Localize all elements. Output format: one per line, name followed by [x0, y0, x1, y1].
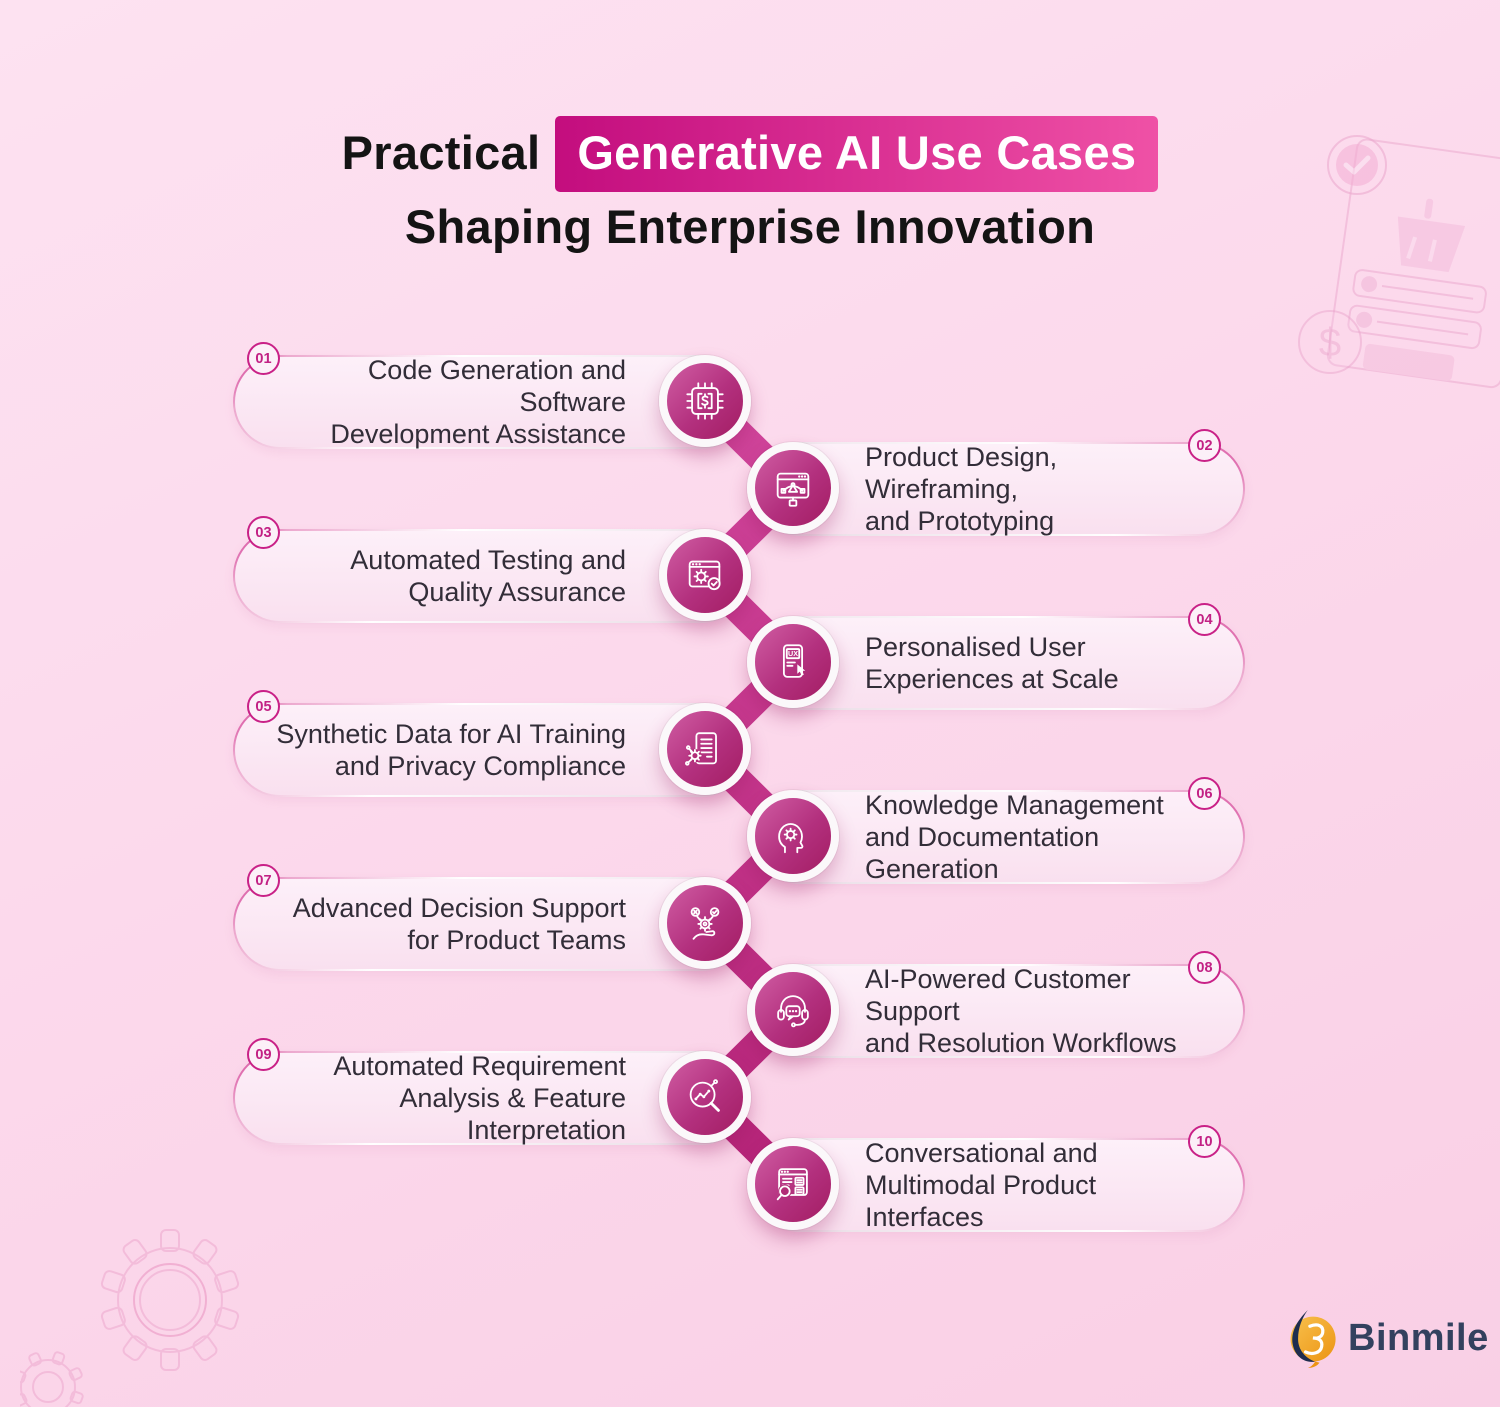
- item-title: Automated Requirement Analysis & Feature…: [333, 1051, 626, 1145]
- item-number-badge: 06: [1188, 777, 1221, 810]
- item-pill: AI-Powered Customer Support and Resoluti…: [753, 964, 1245, 1058]
- gear-decoration: [20, 1229, 240, 1407]
- title-highlight: Generative AI Use Cases: [555, 116, 1159, 192]
- item-icon-node: [659, 703, 751, 795]
- item-icon-node: [747, 790, 839, 882]
- item-title: Synthetic Data for AI Training and Priva…: [276, 719, 626, 781]
- item-icon-node: [659, 355, 751, 447]
- item-number-badge: 02: [1188, 429, 1221, 462]
- knowledge-head-gear-icon: [778, 823, 804, 854]
- title-prefix: Practical: [341, 126, 541, 179]
- binmile-logo-icon: [1290, 1310, 1336, 1368]
- item-number-badge: 03: [247, 516, 280, 549]
- item-icon-node: [659, 529, 751, 621]
- binmile-logo: Binmile: [1284, 1308, 1489, 1368]
- page-title: Practical Generative AI Use Cases Shaping…: [0, 116, 1500, 250]
- item-number-badge: 08: [1188, 951, 1221, 984]
- headset-chat-icon: [777, 995, 809, 1028]
- wireframe-pen-icon: [776, 472, 810, 507]
- browser-search-icon: [776, 1168, 808, 1201]
- chip-dollar-icon: [686, 382, 724, 420]
- svg-text:$: $: [1319, 321, 1341, 365]
- item-icon-node: UX: [747, 616, 839, 708]
- item-title: Product Design, Wireframing, and Prototy…: [865, 442, 1058, 536]
- item-number-badge: 04: [1188, 603, 1221, 636]
- item-title: Personalised User Experiences at Scale: [865, 632, 1119, 694]
- item-icon-node: [659, 877, 751, 969]
- item-number-badge: 10: [1188, 1125, 1221, 1158]
- item-icon-node: [747, 964, 839, 1056]
- item-title: Advanced Decision Support for Product Te…: [292, 893, 626, 955]
- dollar-circle-decoration: $: [1298, 310, 1362, 374]
- item-title: Automated Testing and Quality Assurance: [350, 545, 626, 607]
- item-title: Code Generation and Software Development…: [330, 355, 626, 449]
- ux-phone-icon: UX: [782, 644, 806, 678]
- item-icon-node: [659, 1051, 751, 1143]
- magnifier-chart-icon: [689, 1079, 720, 1112]
- binmile-logo-text: Binmile: [1348, 1316, 1489, 1359]
- item-number-badge: 07: [247, 864, 280, 897]
- item-icon-node: [747, 1138, 839, 1230]
- item-number-badge: 05: [247, 690, 280, 723]
- item-title: AI-Powered Customer Support and Resoluti…: [865, 964, 1177, 1058]
- item-title: Knowledge Management and Documentation G…: [865, 790, 1164, 884]
- item-number-badge: 09: [247, 1038, 280, 1071]
- synthetic-data-doc-icon: [685, 732, 717, 766]
- item-title: Conversational and Multimodal Product In…: [865, 1138, 1098, 1232]
- item-pill: Code Generation and Software Development…: [233, 355, 748, 449]
- svg-text:UX: UX: [788, 650, 798, 658]
- item-pill: Knowledge Management and Documentation G…: [753, 790, 1245, 884]
- decision-hand-gear-icon: [690, 907, 720, 940]
- item-number-badge: 01: [247, 342, 280, 375]
- title-line2: Shaping Enterprise Innovation: [404, 200, 1096, 253]
- item-icon-node: [747, 442, 839, 534]
- testing-gear-check-icon: [688, 560, 721, 591]
